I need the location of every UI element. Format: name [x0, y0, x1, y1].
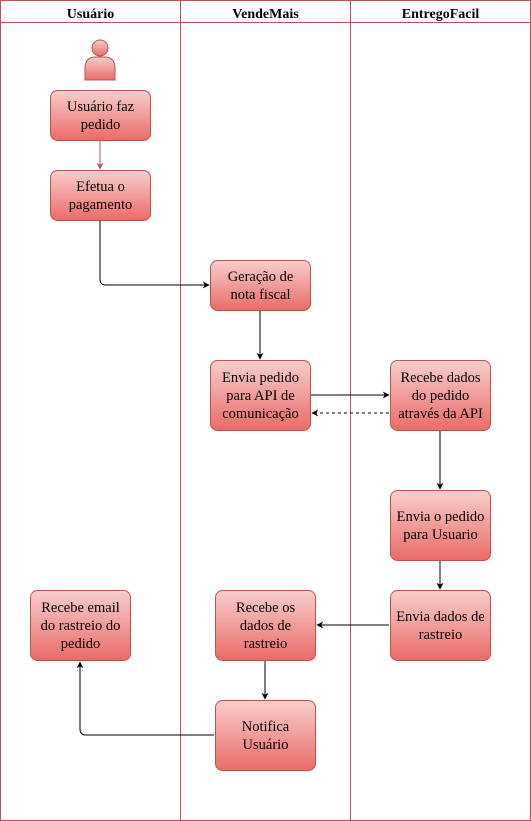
edge-n2-to-n3 [99, 221, 210, 289]
process-box [50, 90, 151, 141]
process-node-n1: Usuário faz pedido [50, 90, 151, 141]
lane-title: EntregoFacil [402, 7, 480, 22]
process-label-line: para API de [226, 388, 294, 404]
process-node-n2: Efetua o pagamento [50, 170, 151, 221]
process-label-line: Recebe email [41, 600, 120, 616]
process-label-line: Envia dados de [396, 609, 485, 625]
process-label-line: através da API [398, 406, 483, 422]
person-icon-head [91, 39, 109, 57]
process-label-line: rastreio [419, 627, 462, 643]
process-label-line: Envia pedido [222, 370, 299, 386]
process-label-line: dados de [240, 618, 291, 634]
process-label-line: Notifica [242, 719, 290, 735]
process-label-line: do pedido [412, 388, 470, 404]
process-box [30, 590, 131, 661]
process-label-line: Usuário faz [67, 99, 135, 115]
process-label-line: nota fiscal [231, 287, 291, 303]
process-label-line: Envia o pedido [397, 509, 485, 525]
process-label-line: Usuário [243, 737, 289, 753]
process-box [390, 490, 491, 561]
process-box [210, 360, 311, 431]
edge-n9-to-n10 [76, 661, 214, 736]
process-label-line: do rastreio do [41, 618, 121, 634]
process-box [390, 590, 491, 661]
process-node-n6: Envia o pedido para Usuario [390, 490, 491, 561]
process-node-n10: Recebe email do rastreio do pedido [30, 590, 131, 661]
flow-edges [76, 141, 444, 736]
process-label-line: Efetua o [76, 179, 125, 195]
process-node-n3: Geração de nota fiscal [210, 260, 311, 311]
process-box [50, 170, 151, 221]
process-label-line: pedido [81, 117, 120, 133]
lane-title: VendeMais [232, 7, 299, 22]
person-icon [84, 39, 116, 81]
process-box [210, 260, 311, 311]
process-label-line: pedido [61, 636, 100, 652]
process-node-n4: Envia pedido para API de comunicação [210, 360, 311, 431]
process-box [390, 360, 491, 431]
process-box [215, 590, 316, 661]
process-label-line: Recebe os [236, 600, 296, 616]
process-label-line: para Usuario [403, 527, 477, 543]
person-icon-body [84, 56, 116, 81]
process-node-n5: Recebe dados do pedido através da API [390, 360, 491, 431]
lane-title: Usuário [67, 7, 114, 22]
process-node-n8: Recebe os dados de rastreio [215, 590, 316, 661]
process-label-line: Recebe dados [400, 370, 480, 386]
process-label-line: Geração de [228, 269, 294, 285]
process-box [215, 700, 316, 771]
process-label-line: pagamento [69, 197, 133, 213]
process-node-n7: Envia dados de rastreio [390, 590, 491, 661]
process-label-line: comunicação [222, 406, 299, 422]
process-label-line: rastreio [244, 636, 287, 652]
